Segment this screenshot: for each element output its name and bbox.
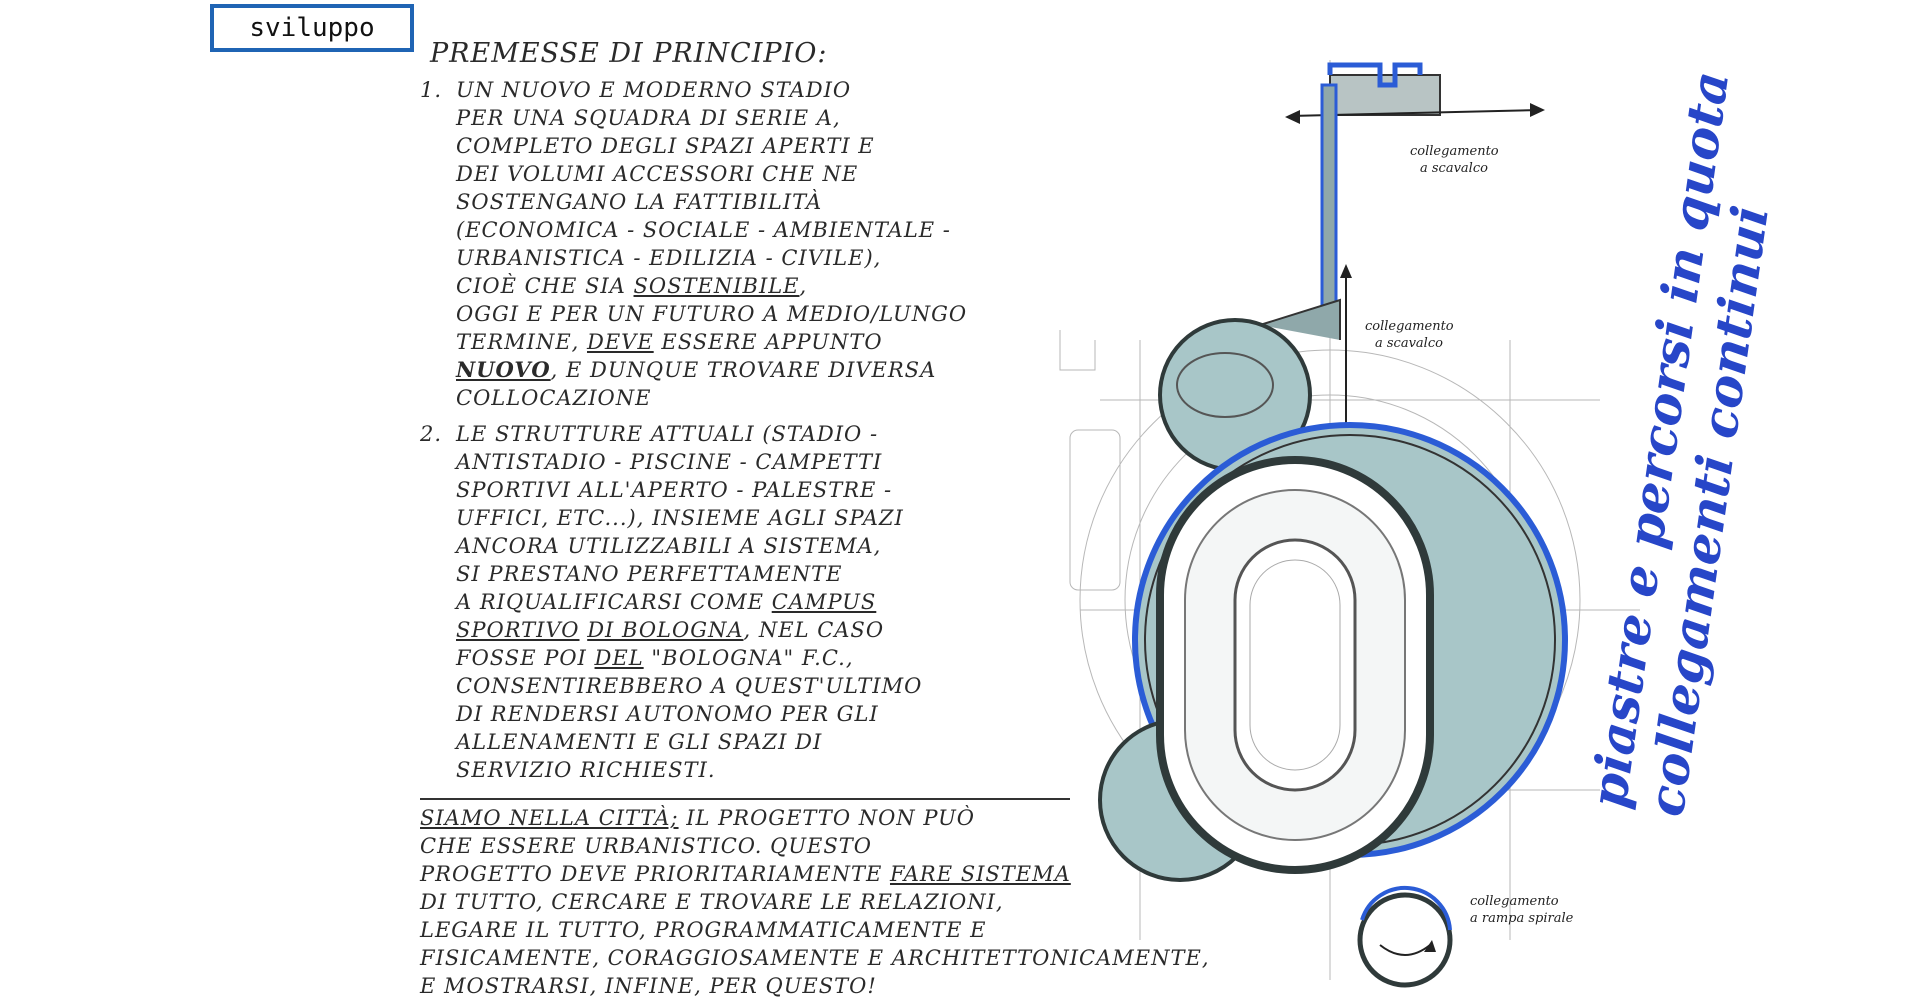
note-closing-paragraph: Siamo nella città; il progetto non può c… xyxy=(420,798,1210,1000)
note-emphasis-word: nuovo xyxy=(456,357,551,382)
notes-heading: Premesse di Principio: xyxy=(430,38,828,69)
note-line: che essere urbanistico. Questo xyxy=(420,834,872,858)
spiral-ramp xyxy=(1357,886,1453,988)
note-line: cioè che sia xyxy=(456,274,626,298)
note-line: progetto deve prioritariamente xyxy=(420,862,883,886)
handwritten-notes: Premesse di Principio: 1. un nuovo e mod… xyxy=(420,38,1210,1000)
note-line: per una squadra di serie A, xyxy=(456,106,841,130)
annotation-top-line-1: collegamento xyxy=(1410,144,1499,159)
top-building xyxy=(1285,62,1545,124)
note-underlined-word: campus xyxy=(771,590,877,614)
note-underlined-word: sostenibile xyxy=(633,274,800,298)
note-underlined-word: del xyxy=(594,646,644,670)
note-line: dei volumi accessori che ne xyxy=(456,162,859,186)
note-line: consentirebbero a quest'ultimo xyxy=(456,674,923,698)
note-underlined-word: sportivo xyxy=(456,618,580,642)
note-line: di rendersi autonomo per gli xyxy=(456,702,879,726)
note-item-number: 1. xyxy=(420,78,443,102)
note-line: il progetto non può xyxy=(686,806,976,830)
note-line: legare il tutto, programmaticamente e xyxy=(420,918,987,942)
note-line: sportivi all'aperto - palestre - xyxy=(456,478,893,502)
note-line: di tutto, cercare e trovare le relazioni… xyxy=(420,890,1004,914)
note-line: allenamenti e gli spazi di xyxy=(456,730,823,754)
note-line: si prestano perfettamente xyxy=(456,562,843,586)
annotation-mid-line-1: collegamento xyxy=(1365,319,1454,334)
note-item-number: 2. xyxy=(420,422,443,446)
annotation-bottom-line-2: a rampa spirale xyxy=(1470,911,1574,926)
note-line: servizio richiesti. xyxy=(456,758,716,782)
note-line: uffici, etc...), insieme agli spazi xyxy=(456,506,904,530)
note-underlined-word: deve xyxy=(587,330,654,354)
note-line: e mostrarsi, infine, per questo! xyxy=(420,974,877,998)
note-line: collocazione xyxy=(456,386,652,410)
note-line: fosse poi xyxy=(456,646,587,670)
note-line: antistadio - piscine - campetti xyxy=(456,450,883,474)
note-line: nel caso xyxy=(758,618,885,642)
annotation-top-line-2: a scavalco xyxy=(1420,161,1488,176)
note-underlined-word: Siamo nella città; xyxy=(420,806,679,830)
annotation-bottom-line-1: collegamento xyxy=(1470,894,1559,909)
note-word: essere appunto xyxy=(661,330,883,354)
note-item-2: 2. le strutture attuali (stadio - antist… xyxy=(420,422,923,782)
note-line: un nuovo e moderno stadio xyxy=(456,78,852,102)
note-line: oggi e per un futuro a medio/lungo xyxy=(456,302,968,326)
note-line: fisicamente, coraggiosamente e architett… xyxy=(420,946,1210,970)
note-line: ancora utilizzabili a sistema, xyxy=(456,534,882,558)
note-line: sostengano la fattibilità xyxy=(456,190,823,214)
stadium-plan-sketch: collegamento a scavalco collegamento a s… xyxy=(1059,60,1780,988)
blue-vertical-note: piastre e percorsi in quota collegamenti… xyxy=(1578,68,1780,820)
note-line: completo degli spazi aperti e xyxy=(456,134,875,158)
annotation-mid-line-2: a scavalco xyxy=(1375,336,1443,351)
note-line: e dunque trovare diversa xyxy=(566,358,937,382)
vertical-connector xyxy=(1259,83,1352,456)
stadium-oval xyxy=(1156,456,1434,874)
note-line: a riqualificarsi come xyxy=(456,590,765,614)
note-underlined-word: fare sistema xyxy=(889,862,1071,886)
note-line: urbanistica - edilizia - civile), xyxy=(456,246,882,270)
note-word: "Bologna" F.C., xyxy=(651,646,854,670)
note-item-1: 1. un nuovo e moderno stadio per una squ… xyxy=(420,78,968,410)
note-line: termine, xyxy=(456,330,580,354)
note-line: (economica - sociale - ambientale - xyxy=(456,218,951,242)
note-underlined-word: di Bologna xyxy=(587,618,744,642)
note-line: le strutture attuali (stadio - xyxy=(456,422,879,446)
section-tag: sviluppo xyxy=(210,4,414,52)
